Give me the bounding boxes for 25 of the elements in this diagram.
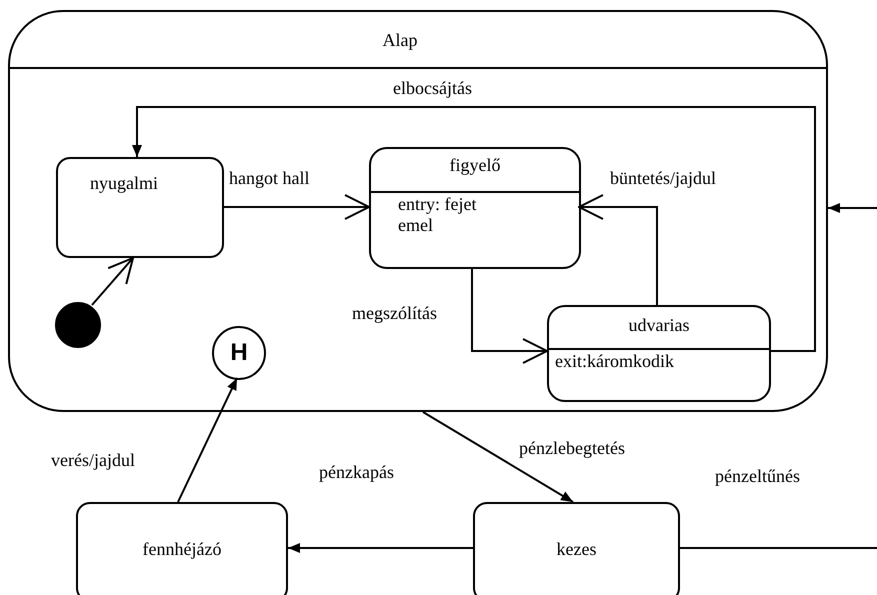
state-name: udvarias [628,315,690,336]
transition-arrow [578,194,658,305]
transition-arrow [288,543,473,553]
state-box [56,157,224,258]
state-name: Alap [382,30,418,51]
state-box [547,305,771,402]
transition-arrow [222,194,370,220]
transition-arrow [471,267,548,364]
state-name: nyugalmi [90,173,158,194]
state-box [76,502,288,595]
transition-arrow [91,257,134,306]
state-name: fennhéjázó [142,539,222,560]
initial-state-dot [55,302,101,348]
history-symbol: H [229,339,249,367]
transition-arrow [422,411,574,503]
entry-action: entry: fejet emel [398,194,478,236]
transition-arrow [177,378,238,502]
state-box [473,502,680,595]
exit-action: exit:káromkodik [555,351,674,372]
transition-arrow [132,106,816,352]
state-box [369,147,581,269]
history-state-circle [212,326,266,380]
transition-arrow [828,203,877,213]
state-name: figyelő [448,155,502,176]
state-name: kezes [556,539,598,560]
